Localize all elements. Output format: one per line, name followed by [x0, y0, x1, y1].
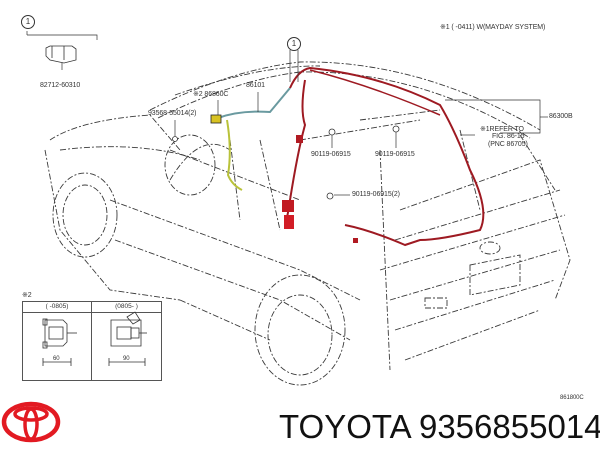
- callout-1-left: 1: [21, 15, 35, 29]
- inset-header-left: ( -0805): [23, 302, 92, 313]
- inset-dim-60: 60: [53, 356, 60, 362]
- mayday-note: ※1 ( -0411) W(MAYDAY SYSTEM): [440, 24, 546, 31]
- toyota-logo-icon: [1, 401, 61, 443]
- harness-yellow: [226, 119, 243, 191]
- label-refer-fig: FIG. 86-15: [492, 133, 525, 140]
- inset-mark: ※2: [22, 292, 32, 299]
- label-82712-60310: 82712-60310: [40, 82, 81, 89]
- harness-86101: [217, 87, 291, 119]
- label-refer-to: ※1REFER TO: [480, 126, 524, 133]
- label-93568-55014: 93568-55014(2): [148, 110, 197, 117]
- callout-1-top: 1: [287, 37, 301, 51]
- inset-panel: ( -0805) (0805- ) 60 90: [22, 301, 162, 381]
- label-90119-06915-2: 90119-06915(2): [352, 191, 400, 198]
- inset-dim-90: 90: [123, 356, 130, 362]
- label-86860C: ※2 86860C: [193, 91, 229, 98]
- label-86101: 86101: [246, 82, 265, 89]
- label-90119-06915-a: 90119-06915: [311, 151, 351, 158]
- inset-header-right: (0805- ): [92, 302, 161, 313]
- inset-sensor-drawings: [42, 311, 147, 366]
- label-86300B: 86300B: [549, 113, 573, 120]
- label-refer-pnc: (PNC 86705): [488, 141, 528, 148]
- inset-divider: [91, 312, 92, 380]
- product-caption: TOYOTA 9356855014: [279, 408, 600, 445]
- figure-code: 861800C: [560, 395, 584, 401]
- label-90119-06915-b: 90119-06915: [375, 151, 415, 158]
- harness-86300B: [289, 66, 485, 247]
